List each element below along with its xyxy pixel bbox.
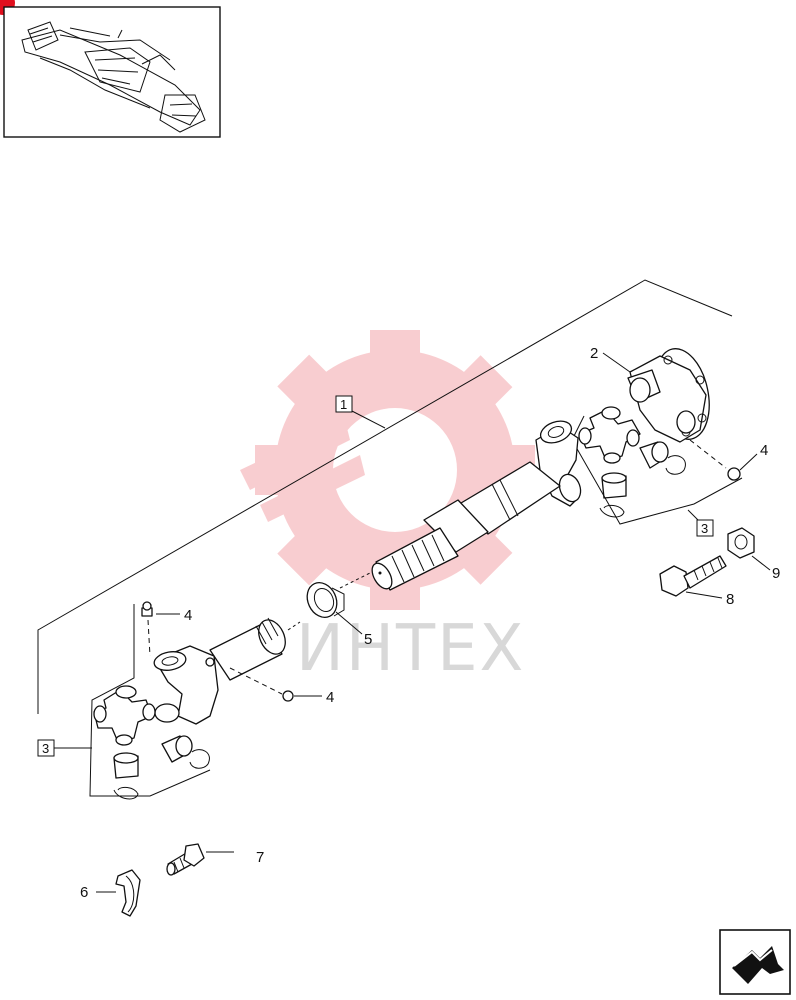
- callout-2: 2: [590, 345, 598, 362]
- callout-9: 9: [772, 565, 780, 582]
- flange-yoke[interactable]: [602, 344, 717, 445]
- callout-5: 5: [364, 631, 372, 648]
- splined-shaft[interactable]: [339, 527, 459, 592]
- callout-1: 1: [340, 397, 347, 412]
- hex-nut[interactable]: [727, 527, 771, 571]
- u-clamp[interactable]: [96, 869, 141, 917]
- callout-4-right: 4: [760, 442, 768, 459]
- cap-screw[interactable]: [166, 843, 234, 876]
- grease-nipple-mid-lower[interactable]: [229, 667, 322, 702]
- grease-nipple-right[interactable]: [689, 439, 758, 481]
- next-page-arrow-icon[interactable]: [719, 929, 791, 995]
- bearing-cup-right-a[interactable]: [639, 441, 669, 469]
- callout-6: 6: [80, 884, 88, 901]
- callout-3-box-lower: [37, 739, 55, 757]
- callout-4-mid-lower: 4: [326, 689, 334, 706]
- shaft-yoke-upper[interactable]: [535, 417, 584, 507]
- bearing-cup-lower-a[interactable]: [161, 735, 193, 763]
- callout-7: 7: [256, 849, 264, 866]
- hex-bolt[interactable]: [659, 555, 727, 599]
- callout-3-leader-right: [687, 509, 699, 521]
- callout-3-lower: 3: [42, 741, 49, 756]
- shaft-yoke-lower[interactable]: [153, 645, 219, 725]
- grease-nipple-mid-upper[interactable]: [141, 601, 180, 657]
- bearing-cup-right-b[interactable]: [601, 472, 627, 499]
- callout-3-right: 3: [701, 521, 708, 536]
- seal-ring[interactable]: [302, 578, 363, 635]
- callout-4-mid-upper: 4: [184, 607, 192, 624]
- snap-ring-lower-a[interactable]: [189, 749, 210, 769]
- snap-ring-right-a[interactable]: [665, 455, 686, 475]
- bearing-cup-lower-b[interactable]: [113, 752, 139, 779]
- callout-3-box-right: [696, 519, 714, 537]
- axle-thumbnail[interactable]: [3, 6, 221, 138]
- assembly-frame: [37, 279, 733, 714]
- uj-cross-lower[interactable]: [93, 685, 156, 746]
- slip-tube-lower[interactable]: [209, 616, 301, 681]
- uj-kit-bracket-right: [571, 415, 743, 525]
- watermark-text: ИНТЕХ: [296, 612, 525, 686]
- uj-cross-right[interactable]: [578, 406, 641, 464]
- snap-ring-lower-b[interactable]: [113, 786, 139, 800]
- callout-8: 8: [726, 591, 734, 608]
- snap-ring-right-b[interactable]: [599, 504, 625, 518]
